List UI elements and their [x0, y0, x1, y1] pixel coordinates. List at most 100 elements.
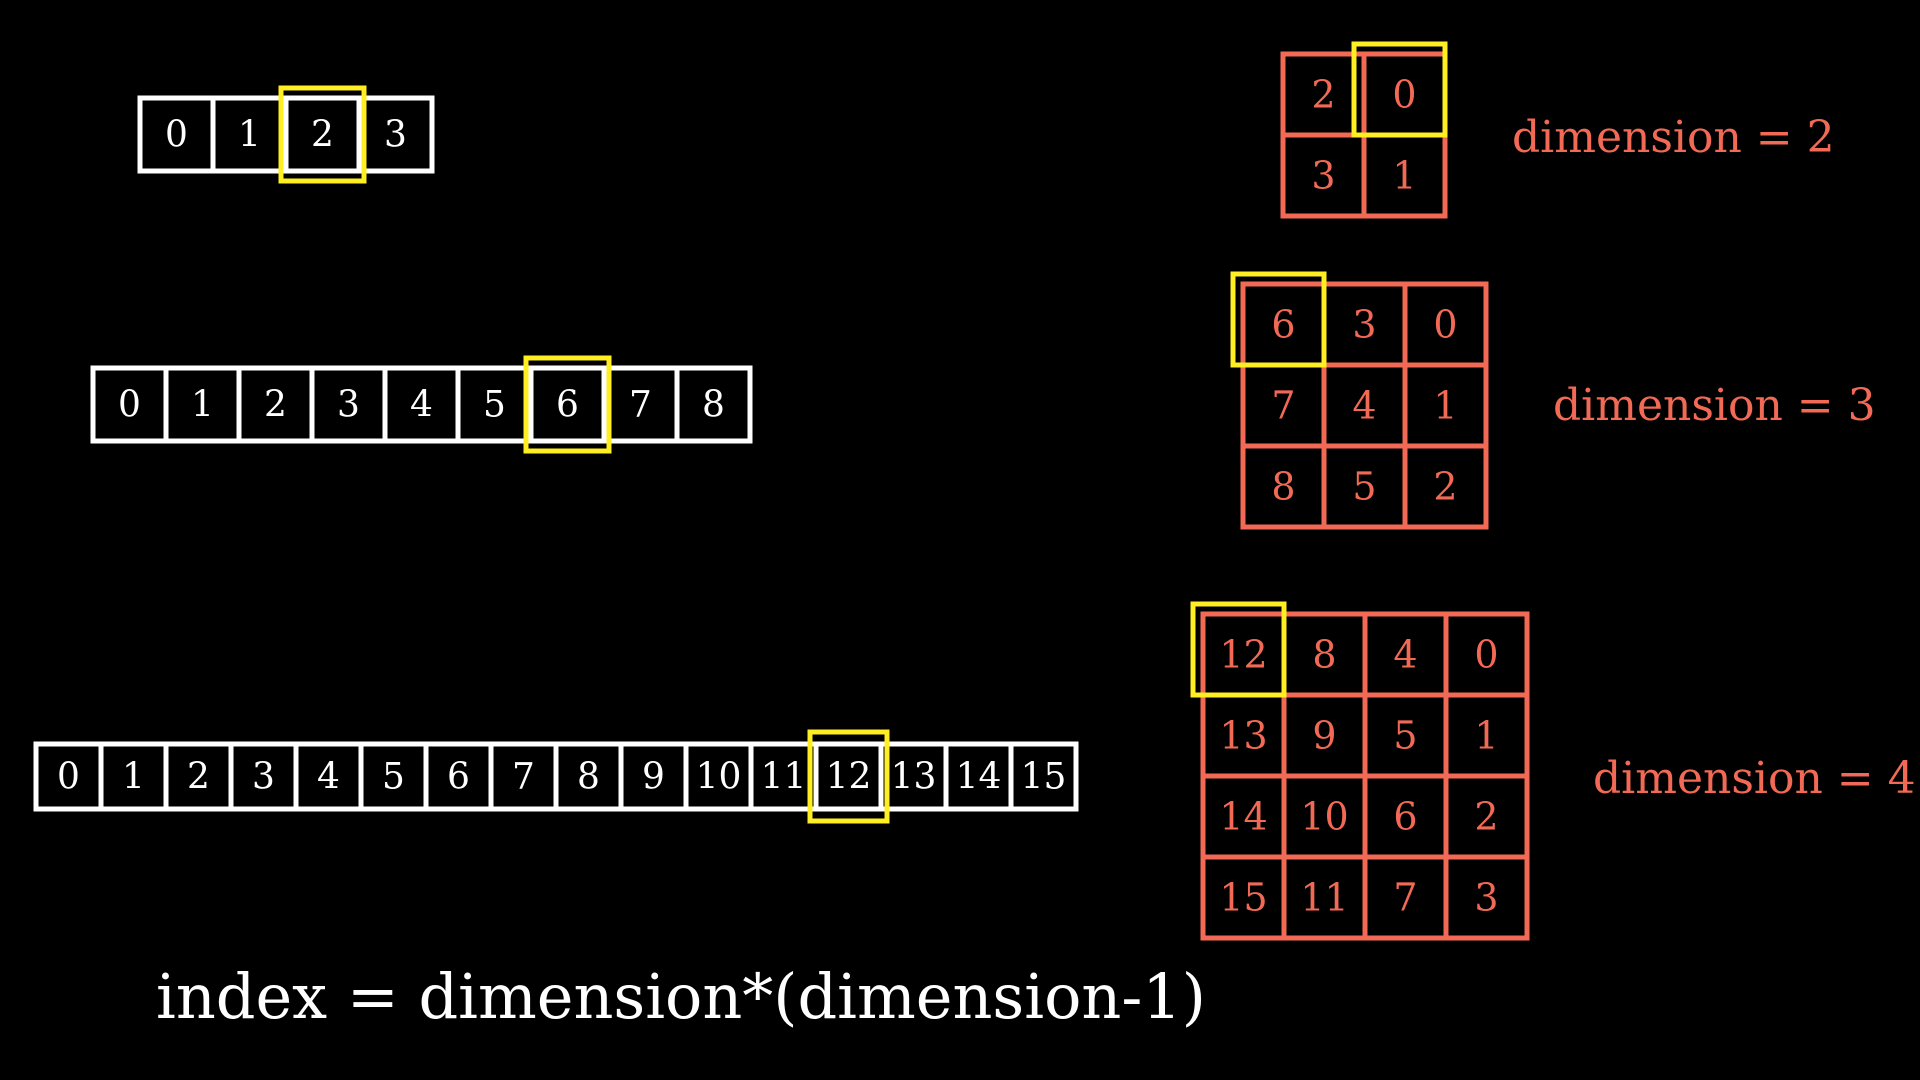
- grid-cell-value: 10: [1300, 795, 1348, 839]
- array-cell-value: 4: [317, 757, 340, 798]
- array-cell-value: 1: [122, 757, 145, 798]
- array-cell: [356, 95, 435, 174]
- grid-cell-value: 7: [1271, 384, 1295, 428]
- dimension-label: dimension = 2: [1512, 112, 1835, 163]
- grid-cell: [1361, 132, 1448, 219]
- grid-cell-value: 1: [1433, 384, 1457, 428]
- array-cell-value: 15: [1021, 757, 1067, 798]
- dimension-label: dimension = 3: [1553, 380, 1876, 431]
- array-cell: [423, 741, 494, 812]
- grid-cell-value: 11: [1300, 876, 1348, 920]
- array-cell-value: 3: [337, 385, 360, 426]
- grid-cell: [1362, 773, 1449, 860]
- grid-highlight-box: [1351, 41, 1448, 138]
- array-cell-value: 14: [956, 757, 1002, 798]
- array-cell: [674, 365, 753, 444]
- grid-cell: [1443, 854, 1530, 941]
- grid-cell: [1200, 692, 1287, 779]
- array-cell: [748, 741, 819, 812]
- array-cell: [878, 741, 949, 812]
- array-cell: [236, 365, 315, 444]
- grid-cell-value: 1: [1392, 154, 1416, 198]
- grid-cell-value: 6: [1393, 795, 1417, 839]
- array-cell-value: 6: [556, 385, 579, 426]
- grid-cell-value: 8: [1271, 465, 1295, 509]
- array-cell-value: 5: [382, 757, 405, 798]
- grid-cell-value: 2: [1311, 73, 1335, 117]
- array-cell-value: 3: [384, 115, 407, 156]
- array-cell-value: 0: [118, 385, 141, 426]
- array-cell: [683, 741, 754, 812]
- grid-cell: [1200, 854, 1287, 941]
- grid-cell-value: 9: [1312, 714, 1336, 758]
- grid-cell: [1281, 773, 1368, 860]
- grid-cell-value: 7: [1393, 876, 1417, 920]
- array-highlight-box: [278, 85, 367, 184]
- array-cell: [553, 741, 624, 812]
- array-cell: [309, 365, 388, 444]
- array-cell-value: 10: [696, 757, 742, 798]
- array-cell-value: 13: [891, 757, 937, 798]
- array-cell: [283, 95, 362, 174]
- array-cell-value: 8: [702, 385, 725, 426]
- grid-cell-value: 3: [1474, 876, 1498, 920]
- grid-cell-value: 15: [1219, 876, 1267, 920]
- array-cell: [228, 741, 299, 812]
- array-cell-value: 7: [512, 757, 535, 798]
- grid-cell: [1200, 611, 1287, 698]
- array-cell-value: 1: [238, 115, 261, 156]
- array-cell-value: 6: [447, 757, 470, 798]
- array-cell: [137, 95, 216, 174]
- array-cell-value: 2: [187, 757, 210, 798]
- array-cell-value: 7: [629, 385, 652, 426]
- array-cell: [528, 365, 607, 444]
- array-cell-value: 8: [577, 757, 600, 798]
- grid-cell: [1281, 854, 1368, 941]
- array-cell: [382, 365, 461, 444]
- array-2: 0 1 2 3 4 5 6 7 8: [90, 355, 753, 454]
- grid-cell-value: 14: [1219, 795, 1267, 839]
- array-cell-value: 0: [165, 115, 188, 156]
- grid-cell-value: 1: [1474, 714, 1498, 758]
- array-cell: [1008, 741, 1079, 812]
- grid-highlight-box: [1190, 601, 1287, 698]
- array-cell: [90, 365, 169, 444]
- dimension-label: dimension = 4: [1593, 753, 1916, 804]
- grid-cell-value: 5: [1352, 465, 1376, 509]
- grid-cell-value: 5: [1393, 714, 1417, 758]
- array-cell-value: 0: [57, 757, 80, 798]
- array-1: 0 1 2 3: [137, 85, 435, 184]
- grid-highlight-box: [1230, 271, 1327, 368]
- array-cell-value: 5: [483, 385, 506, 426]
- grid-cell: [1362, 854, 1449, 941]
- grid-cell-value: 2: [1433, 465, 1457, 509]
- grid-cell-value: 0: [1433, 303, 1457, 347]
- array-cell-value: 12: [826, 757, 872, 798]
- array-cell-value: 3: [252, 757, 275, 798]
- array-cell: [601, 365, 680, 444]
- array-cell-value: 1: [191, 385, 214, 426]
- array-cell: [33, 741, 104, 812]
- grid-cell-value: 3: [1352, 303, 1376, 347]
- array-cell-value: 2: [264, 385, 287, 426]
- array-cell: [210, 95, 289, 174]
- array-cell-value: 11: [761, 757, 807, 798]
- array-cell-value: 4: [410, 385, 433, 426]
- grid-cell-value: 4: [1393, 633, 1417, 677]
- grid-cell: [1443, 611, 1530, 698]
- grid-cell-value: 12: [1219, 633, 1267, 677]
- array-cell-value: 2: [311, 115, 334, 156]
- grid-cell-value: 0: [1392, 73, 1416, 117]
- grid-cell-value: 13: [1219, 714, 1267, 758]
- grid-cell: [1402, 281, 1489, 368]
- index-formula: index = dimension*(dimension-1): [156, 960, 1206, 1033]
- array-highlight-box: [807, 729, 890, 824]
- array-cell-value: 9: [642, 757, 665, 798]
- grid-cell-value: 0: [1474, 633, 1498, 677]
